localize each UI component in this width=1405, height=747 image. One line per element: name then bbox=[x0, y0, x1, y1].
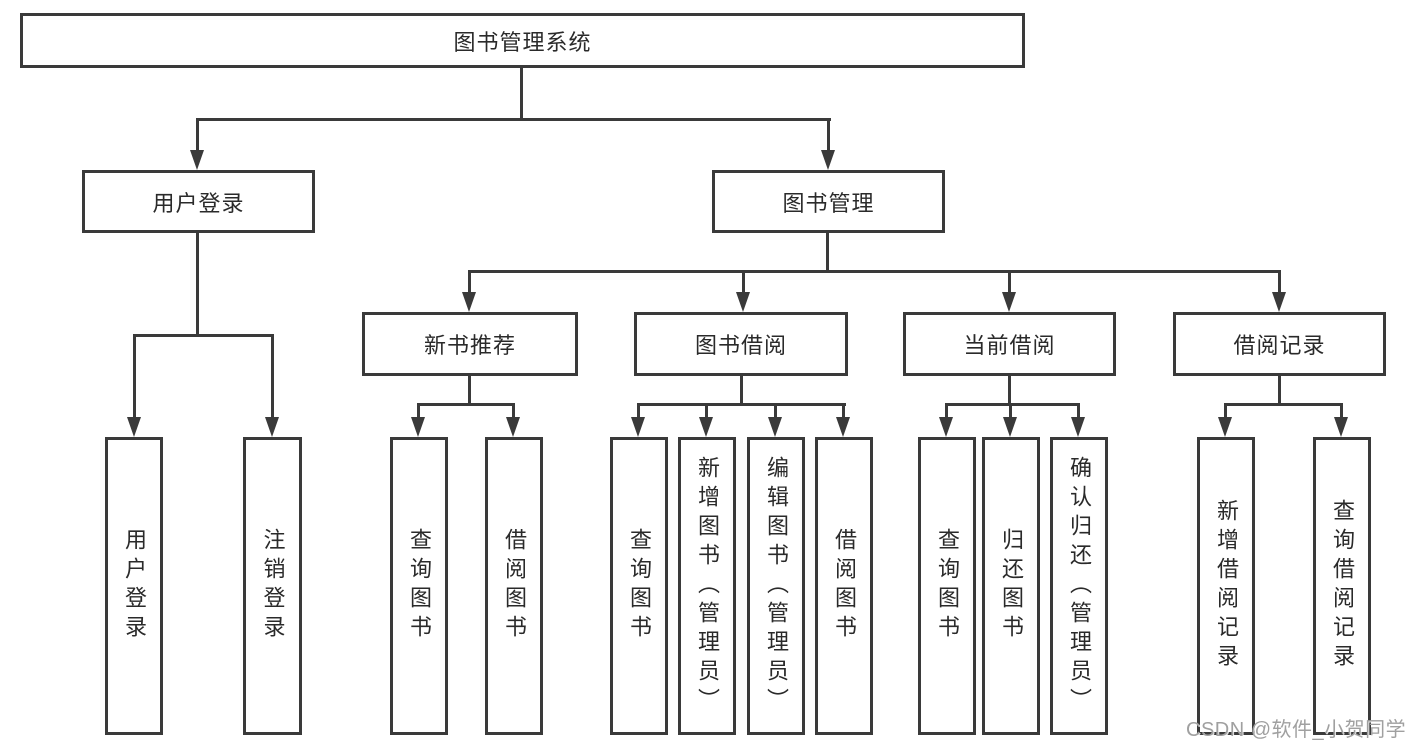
leaf-user-login: 用户登录 bbox=[105, 437, 163, 735]
arrow-down-icon bbox=[768, 403, 782, 437]
connector-hline bbox=[196, 118, 831, 121]
leaf-borrowpage-add-book-admin: 新增图书（管理员） bbox=[678, 437, 736, 735]
node-library-system: 图书管理系统 bbox=[20, 13, 1025, 68]
arrow-down-icon bbox=[411, 403, 425, 437]
leaf-borrowpage-borrow-books: 借阅图书 bbox=[815, 437, 873, 735]
node-current-borrow: 当前借阅 bbox=[903, 312, 1116, 376]
connector-vline bbox=[826, 233, 829, 273]
arrow-down-icon bbox=[462, 270, 476, 312]
node-book-borrow: 图书借阅 bbox=[634, 312, 848, 376]
leaf-current-query-books: 查询图书 bbox=[918, 437, 976, 735]
arrow-down-icon bbox=[506, 403, 520, 437]
node-new-book-recommend: 新书推荐 bbox=[362, 312, 578, 376]
leaf-borrowpage-query-books: 查询图书 bbox=[610, 437, 668, 735]
arrow-down-icon bbox=[631, 403, 645, 437]
connector-hline bbox=[637, 403, 846, 406]
arrow-down-icon bbox=[836, 403, 850, 437]
arrow-down-icon bbox=[699, 403, 713, 437]
leaf-records-query-record: 查询借阅记录 bbox=[1313, 437, 1371, 735]
connector-vline bbox=[1008, 376, 1011, 406]
connector-hline bbox=[468, 270, 1281, 273]
leaf-logout: 注销登录 bbox=[243, 437, 302, 735]
leaf-records-add-record: 新增借阅记录 bbox=[1197, 437, 1255, 735]
leaf-current-return-books: 归还图书 bbox=[982, 437, 1040, 735]
arrow-down-icon bbox=[1218, 403, 1232, 437]
arrow-down-icon bbox=[821, 118, 835, 170]
leaf-recommend-borrow-books: 借阅图书 bbox=[485, 437, 543, 735]
connector-vline bbox=[740, 376, 743, 406]
leaf-recommend-query-books: 查询图书 bbox=[390, 437, 448, 735]
node-borrow-records: 借阅记录 bbox=[1173, 312, 1386, 376]
arrow-down-icon bbox=[127, 334, 141, 437]
arrow-down-icon bbox=[190, 118, 204, 170]
arrow-down-icon bbox=[1272, 270, 1286, 312]
connector-hline bbox=[133, 334, 274, 337]
arrow-down-icon bbox=[265, 334, 279, 437]
node-book-management: 图书管理 bbox=[712, 170, 945, 233]
arrow-down-icon bbox=[736, 270, 750, 312]
arrow-down-icon bbox=[939, 403, 953, 437]
arrow-down-icon bbox=[1003, 403, 1017, 437]
connector-vline bbox=[196, 233, 199, 336]
leaf-current-confirm-return-admin: 确认归还（管理员） bbox=[1050, 437, 1108, 735]
node-user-login: 用户登录 bbox=[82, 170, 315, 233]
connector-vline bbox=[520, 68, 523, 121]
connector-hline bbox=[417, 403, 515, 406]
leaf-borrowpage-edit-book-admin: 编辑图书（管理员） bbox=[747, 437, 805, 735]
csdn-watermark: CSDN @软件_小贺同学 bbox=[1186, 719, 1405, 741]
arrow-down-icon bbox=[1071, 403, 1085, 437]
connector-vline bbox=[468, 376, 471, 406]
arrow-down-icon bbox=[1002, 270, 1016, 312]
arrow-down-icon bbox=[1334, 403, 1348, 437]
connector-vline bbox=[1278, 376, 1281, 406]
connector-hline bbox=[1224, 403, 1343, 406]
connector-hline bbox=[945, 403, 1080, 406]
